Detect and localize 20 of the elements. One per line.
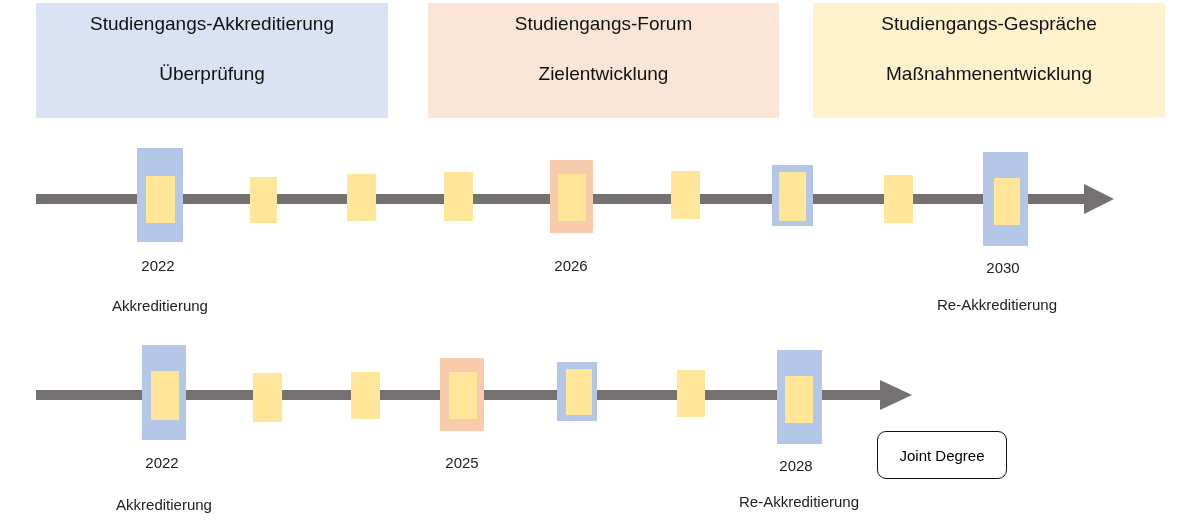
year-label: 2028: [779, 457, 813, 474]
year-label: 2022: [141, 257, 175, 274]
milestone-label: Akkreditierung: [116, 496, 212, 513]
phase-title: Studiengangs-Gespräche: [880, 13, 1098, 35]
phase-title: Studiengangs-Forum: [513, 13, 694, 35]
year-label: 2025: [445, 454, 479, 471]
phase-card: [813, 3, 1165, 118]
phase-description: Maßnahmenentwicklung: [885, 63, 1093, 85]
note-box: Joint Degree: [877, 431, 1007, 479]
phase-title: Studiengangs-Akkreditierung: [89, 13, 335, 35]
phase-description: Zielentwicklung: [537, 63, 670, 85]
year-label: 2022: [145, 454, 179, 471]
milestone-label: Re-Akkreditierung: [936, 296, 1058, 313]
phase-description: Überprüfung: [158, 63, 266, 85]
milestone-label: Akkreditierung: [112, 297, 208, 314]
year-label: 2030: [986, 259, 1020, 276]
milestone-label: Re-Akkreditierung: [738, 493, 860, 510]
phase-card: [36, 3, 388, 118]
phase-card: [428, 3, 779, 118]
year-label: 2026: [554, 257, 588, 274]
